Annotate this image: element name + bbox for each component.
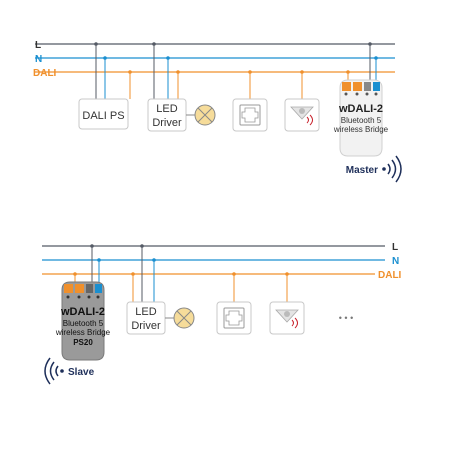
bottom-led-driver-line1: LED: [135, 306, 156, 318]
top-section: L N DALI DALI PS LED Driver: [33, 40, 402, 183]
bottom-bridge-node-N: [97, 258, 101, 262]
bottom-section: L N DALI wDALI-2 Bluetooth 5 wireless Br…: [42, 242, 402, 385]
top-bridge-device: [339, 79, 383, 157]
bottom-button-node-DALI: [232, 272, 236, 276]
top-ps-node-L: [94, 42, 98, 46]
slave-label: Slave: [68, 367, 95, 378]
bottom-led-driver-line2: Driver: [131, 320, 161, 332]
top-bridge-node-L: [368, 42, 372, 46]
bottom-DALI-label: DALI: [378, 270, 402, 281]
top-button-node-DALI: [248, 70, 252, 74]
bottom-driver-node-DALI: [131, 272, 135, 276]
bottom-bridge-device: [61, 281, 105, 361]
lamp-icon: [173, 307, 195, 329]
top-bridge-node-DALI: [346, 70, 350, 74]
top-DALI-label: DALI: [33, 68, 57, 79]
top-N-label: N: [35, 54, 42, 65]
top-ps-node-N: [103, 56, 107, 60]
bottom-bridge-node-L: [90, 244, 94, 248]
bottom-bridge-title: wDALI-2: [60, 306, 105, 318]
bottom-sensor-node-DALI: [285, 272, 289, 276]
top-led-driver-line1: LED: [156, 103, 177, 115]
top-led-driver-line2: Driver: [152, 117, 182, 129]
top-bridge-line2: wireless Bridge: [333, 125, 389, 134]
wireless-signal-icon: [382, 155, 402, 183]
top-driver-node-DALI: [176, 70, 180, 74]
push-button-icon: [216, 301, 252, 335]
dali-ps-box: [78, 98, 129, 130]
motion-sensor-icon: [284, 98, 320, 132]
push-button-icon: [232, 98, 268, 132]
bottom-bridge-node-DALI: [73, 272, 77, 276]
top-ps-node-DALI: [128, 70, 132, 74]
bottom-driver-node-L: [140, 244, 144, 248]
top-bridge-node-N: [374, 56, 378, 60]
wireless-signal-icon: [44, 357, 64, 385]
bottom-bridge-line1: Bluetooth 5: [63, 319, 104, 328]
top-driver-node-N: [166, 56, 170, 60]
more-devices-dots: • • •: [339, 313, 353, 323]
top-driver-node-L: [152, 42, 156, 46]
top-bridge-line1: Bluetooth 5: [341, 116, 382, 125]
motion-sensor-icon: [269, 301, 305, 335]
lamp-icon: [194, 104, 216, 126]
top-L-label: L: [35, 40, 41, 51]
dali-ps-label: DALI PS: [82, 110, 124, 122]
top-sensor-node-DALI: [300, 70, 304, 74]
bottom-L-label: L: [392, 242, 398, 253]
bottom-bridge-line2: wireless Bridge: [55, 328, 111, 337]
bottom-bridge-model: PS20: [73, 338, 93, 347]
bottom-N-label: N: [392, 256, 399, 267]
top-bridge-title: wDALI-2: [338, 103, 383, 115]
bottom-driver-node-N: [152, 258, 156, 262]
master-label: Master: [346, 165, 378, 176]
